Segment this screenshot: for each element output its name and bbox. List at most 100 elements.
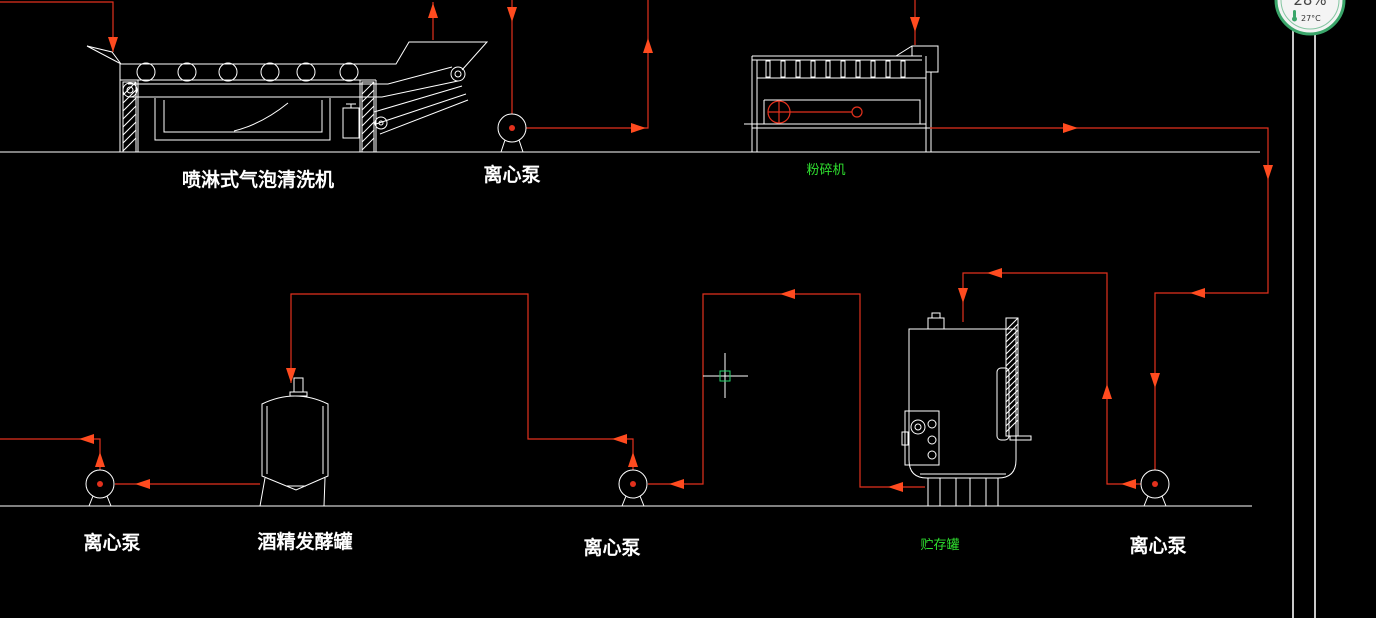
crusher-feed-hopper [895,45,939,73]
crosshair-icon [703,353,748,398]
crusher-tooth [855,60,861,78]
pump-feet [88,495,112,507]
label-pump-bottom-middle: 离心泵 [583,536,640,559]
washer-roller [136,62,156,82]
storage-tank-sight-glass [996,367,1010,441]
crosshair-pick-box [719,370,731,382]
control-panel-switch [901,431,909,446]
storage-ladder-hatch [1005,413,1019,427]
washer-frame [119,64,377,152]
washer-leg-left-hatch [122,97,137,112]
washer-leg-left-hatch [122,121,137,136]
label-spray-bubble-washer: 喷淋式气泡清洗机 [182,168,334,191]
label-pump-bottom-right: 离心泵 [1129,534,1186,557]
storage-ladder-hatch [1005,341,1019,355]
washer-head-pulley [450,66,466,82]
flow-arrow-icon [612,434,627,444]
storage-ladder-hatch [1005,389,1019,403]
flow-arrow-icon [507,7,517,22]
thermometer-bulb [1292,16,1297,22]
pump-casing [618,469,648,499]
washer-leg-right-hatch [361,121,375,135]
washer-leg-right-hatch [361,81,375,95]
flow-arrow-icon [95,452,105,467]
crusher-drive-wheel [851,106,863,118]
flow-arrow-icon [628,452,638,467]
crusher-tooth [870,60,876,78]
crusher-machine[interactable] [744,45,939,152]
washer-leg-right-hatch [361,129,375,143]
flow-arrow-icon [669,479,684,489]
crusher-tooth [780,60,786,78]
storage-ladder-hatch [1005,335,1019,349]
pump-impeller [1152,481,1158,487]
spray-bubble-washer[interactable] [86,41,489,153]
crusher-frame [751,55,932,152]
fermentation-tank-body [261,395,329,491]
flow-arrow-icon [1063,123,1078,133]
crusher-tooth [900,60,906,78]
centrifugal-pump-bottom-left[interactable] [85,469,115,507]
centrifugal-pump-top[interactable] [497,113,527,153]
flow-arrow-icon [108,37,118,52]
storage-ladder-hatch [1005,407,1019,421]
flow-arrow-icon [79,434,94,444]
control-panel-gauge [910,419,926,435]
crusher-chamber [744,77,931,129]
gauge-face [1274,0,1346,36]
storage-ladder-hatch [1005,317,1019,331]
washer-leg-right-outline [361,81,375,153]
storage-ladder-hatch [1005,401,1019,415]
pump-impeller [509,125,515,131]
flow-arrow-icon [987,268,1002,278]
pump-feet [1143,495,1167,507]
washer-rollers [136,62,359,82]
storage-tank-nozzle-cap [931,312,941,319]
storage-tank[interactable] [901,312,1032,506]
flow-arrow-icon [1190,288,1205,298]
washer-leg-left-hatch [122,129,137,144]
system-monitor-gauge[interactable]: 28% 27°C [1274,0,1346,36]
centrifugal-pump-bottom-middle[interactable] [618,469,648,507]
gauge-inner-ring [1280,0,1340,30]
crusher-drive-shaft [768,101,852,123]
storage-ladder-hatch [1005,359,1019,373]
label-fermentation-tank: 酒精发酵罐 [257,530,352,553]
pump-impeller [630,481,636,487]
flow-arrow-icon [1102,384,1112,399]
fermentation-tank-jacket [266,406,324,474]
flow-arrow-icon [631,123,646,133]
storage-ladder-hatch [1005,329,1019,343]
centrifugal-pump-bottom-right[interactable] [1140,469,1170,507]
storage-tank-ledge [1009,435,1032,441]
washer-blower-motor-cap [346,103,356,108]
pump-casing [497,113,527,143]
fermentation-tank-agitator-base [289,391,308,397]
flow-arrow-icon [135,479,150,489]
flow-line-washer-feed [0,1,114,52]
washer-leg-left-hatch [122,81,137,96]
pump-casing [85,469,115,499]
control-panel-knob [927,450,937,460]
crusher-tooth [810,60,816,78]
alcohol-fermentation-tank[interactable] [259,377,329,507]
floor-lines [0,151,1260,507]
flow-arrow-icon [286,368,296,383]
flow-arrow-icon [1121,479,1136,489]
washer-roller [177,62,197,82]
crusher-tooth [840,60,846,78]
flow-arrow-icon [643,38,653,53]
crusher-tooth [825,60,831,78]
washer-incline-frame [373,85,469,135]
pump-impeller [97,481,103,487]
crusher-tooth [765,60,771,78]
flow-arrow-icon [888,482,903,492]
control-panel-gauge-center [914,423,922,431]
washer-leg-right-hatch [361,105,375,119]
pump-feet [500,139,524,153]
washer-head-pulley-hub [454,70,462,78]
storage-tank-legs [920,473,1006,506]
storage-ladder-hatch [1005,377,1019,391]
